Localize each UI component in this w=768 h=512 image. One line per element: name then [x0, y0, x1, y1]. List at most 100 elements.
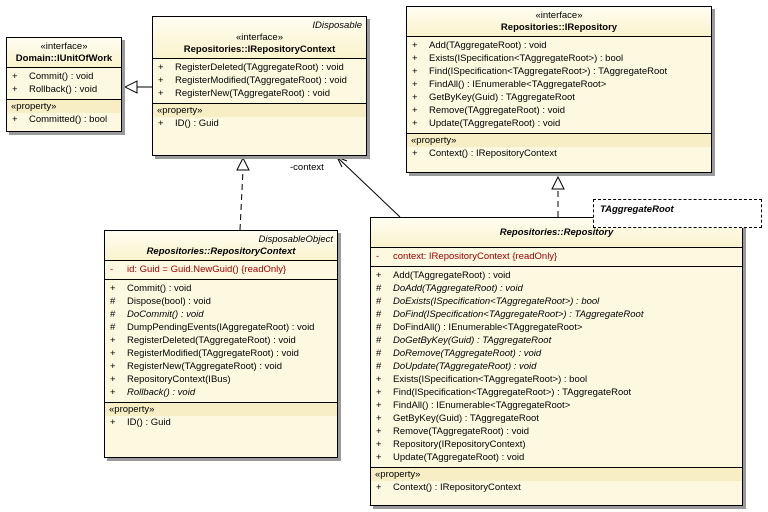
class-header: «interface» Repositories::IRepository	[407, 7, 711, 37]
member-row: # DoCommit() : void	[105, 308, 337, 321]
visibility-marker: #	[376, 283, 382, 294]
member-signature: FindAll() : IEnumerable<TAggregateRoot>	[429, 79, 607, 90]
visibility-marker: -	[110, 264, 114, 275]
member-signature: RegisterNew(TAggregateRoot) : void	[175, 88, 331, 99]
repository-class[interactable]: Repositories::Repository - context: IRepo…	[370, 217, 743, 506]
visibility-marker: +	[158, 118, 164, 129]
visibility-marker: +	[12, 71, 18, 82]
member-row: +RegisterModified(TAggregateRoot) : void	[153, 74, 366, 87]
visibility-marker: +	[12, 114, 18, 125]
member-signature: DoExists(ISpecification<TAggregateRoot>)…	[393, 296, 600, 307]
member-row: +RegisterNew(TAggregateRoot) : void	[153, 87, 366, 100]
member-row: +Commit() : void	[105, 282, 337, 295]
member-signature: DoCommit() : void	[127, 309, 204, 320]
property-stereotype: «property»	[7, 100, 121, 113]
class-name: Repositories::RepositoryContext	[146, 246, 296, 257]
member-signature: id: Guid = Guid.NewGuid() {readOnly}	[127, 264, 287, 275]
stereotype-label: «interface»	[235, 32, 283, 43]
irepository-class[interactable]: «interface» Repositories::IRepository +A…	[406, 6, 712, 173]
member-signature: RegisterDeleted(TAggregateRoot) : void	[175, 62, 344, 73]
visibility-marker: +	[376, 270, 382, 281]
visibility-marker: +	[376, 439, 382, 450]
visibility-marker: +	[110, 374, 116, 385]
visibility-marker: +	[412, 53, 418, 64]
realization-repositorycontext-irepositorycontext	[239, 169, 244, 231]
member-signature: Update(TAggregateRoot) : void	[393, 452, 525, 463]
member-row: +Remove(TAggregateRoot) : void	[407, 104, 711, 117]
member-signature: DoFindAll() : IEnumerable<TAggregateRoot…	[393, 322, 583, 333]
visibility-marker: +	[110, 283, 116, 294]
class-header: DisposableObject Repositories::Repositor…	[105, 231, 337, 261]
member-signature: Context() : IRepositoryContext	[393, 482, 521, 493]
member-signature: RegisterDeleted(TAggregateRoot) : void	[127, 335, 296, 346]
member-row: +Update(TAggregateRoot) : void	[371, 451, 742, 464]
visibility-marker: +	[412, 79, 418, 90]
member-row: #DoGetByKey(Guid) : TAggregateRoot	[371, 334, 742, 347]
member-signature: Exists(ISpecification<TAggregateRoot>) :…	[429, 53, 624, 64]
member-signature: context: IRepositoryContext {readOnly}	[393, 251, 558, 262]
member-signature: Add(TAggregateRoot) : void	[429, 40, 547, 51]
visibility-marker: +	[110, 387, 116, 398]
properties-section: «property» +Context() : IRepositoryConte…	[371, 468, 742, 497]
member-signature: GetByKey(Guid) : TAggregateRoot	[429, 92, 575, 103]
property-list: +Context() : IRepositoryContext	[371, 481, 742, 494]
visibility-marker: #	[110, 322, 116, 333]
visibility-marker: +	[376, 374, 382, 385]
iunitofwork-class[interactable]: «interface» Domain::IUnitOfWork + Commit(…	[6, 37, 122, 132]
member-signature: DoUpdate(TAggregateRoot) : void	[393, 361, 537, 372]
visibility-marker: #	[376, 296, 382, 307]
operations-section: + Commit() : void+Rollback() : void	[7, 68, 121, 100]
member-row: #Dispose(bool) : void	[105, 295, 337, 308]
member-row: # DoAdd(TAggregateRoot) : void	[371, 282, 742, 295]
member-signature: DoFind(ISpecification<TAggregateRoot>) :…	[393, 309, 644, 320]
property-list: + Committed() : bool	[7, 113, 121, 126]
member-signature: DoGetByKey(Guid) : TAggregateRoot	[393, 335, 552, 346]
class-header: «interface» Domain::IUnitOfWork	[7, 38, 121, 68]
member-row: + RegisterDeleted(TAggregateRoot) : void	[153, 61, 366, 74]
member-signature: DoAdd(TAggregateRoot) : void	[393, 283, 523, 294]
member-signature: Remove(TAggregateRoot) : void	[393, 426, 530, 437]
class-name: Repositories::Repository	[499, 227, 614, 238]
member-signature: Find(ISpecification<TAggregateRoot>) : T…	[393, 387, 632, 398]
member-row: + Committed() : bool	[7, 113, 121, 126]
properties-section: «property» +Context() : IRepositoryConte…	[407, 134, 711, 163]
member-row: +GetByKey(Guid) : TAggregateRoot	[371, 412, 742, 425]
generalization-arrowhead	[123, 80, 138, 94]
member-signature: Find(ISpecification<TAggregateRoot>) : T…	[429, 66, 668, 77]
operations-section: +Commit() : void#Dispose(bool) : void#Do…	[105, 280, 337, 403]
member-row: +Exists(ISpecification<TAggregateRoot>) …	[371, 373, 742, 386]
template-parameter-box: TAggregateRoot	[593, 199, 762, 228]
context-role-label: -context	[290, 162, 324, 173]
attributes-section: - id: Guid = Guid.NewGuid() {readOnly}	[105, 261, 337, 280]
member-row: +Rollback() : void	[7, 83, 121, 96]
properties-section: «property» + Committed() : bool	[7, 100, 121, 129]
stereotype-label: «interface»	[535, 10, 583, 21]
visibility-marker: +	[412, 118, 418, 129]
association-repository-context	[337, 157, 401, 218]
member-row: +RegisterModified(TAggregateRoot) : void	[105, 347, 337, 360]
member-signature: Commit() : void	[29, 71, 94, 82]
visibility-marker: +	[412, 92, 418, 103]
property-list: +ID() : Guid	[105, 416, 337, 429]
visibility-marker: +	[376, 400, 382, 411]
irepositorycontext-class[interactable]: IDisposable «interface» Repositories::IR…	[152, 16, 367, 156]
realization-arrowhead	[236, 156, 250, 171]
repositorycontext-class[interactable]: DisposableObject Repositories::Repositor…	[104, 230, 338, 458]
visibility-marker: -	[376, 251, 380, 262]
operations-section: +RegisterDeleted(TAggregateRoot) : void+…	[153, 59, 366, 104]
member-row: + GetByKey(Guid) : TAggregateRoot	[407, 91, 711, 104]
member-row: +RegisterNew(TAggregateRoot) : void	[105, 360, 337, 373]
member-signature: Committed() : bool	[29, 114, 108, 125]
member-signature: Dispose(bool) : void	[127, 296, 211, 307]
member-row: + RepositoryContext(IBus)	[105, 373, 337, 386]
visibility-marker: +	[110, 361, 116, 372]
visibility-marker: +	[12, 84, 18, 95]
member-row: +Add(TAggregateRoot) : void	[407, 39, 711, 52]
visibility-marker: +	[158, 62, 164, 73]
operations-section: +Add(TAggregateRoot) : void#DoAdd(TAggre…	[371, 267, 742, 468]
member-signature: Context() : IRepositoryContext	[429, 148, 557, 159]
member-row: +Add(TAggregateRoot) : void	[371, 269, 742, 282]
visibility-marker: #	[110, 309, 116, 320]
member-signature: RepositoryContext(IBus)	[127, 374, 231, 385]
